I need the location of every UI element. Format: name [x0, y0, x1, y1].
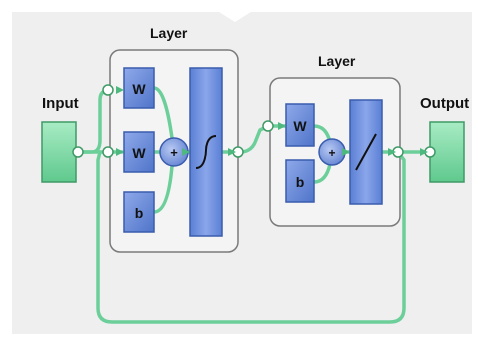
- layer1-title: Layer: [150, 25, 188, 41]
- layer2-weight-block: [285, 103, 315, 147]
- layer2-sum-symbol: +: [328, 146, 335, 160]
- b2-to-sum2-line: [312, 162, 332, 184]
- arrow-to-w2: [116, 148, 124, 156]
- arrow-to-w1: [116, 86, 124, 94]
- arrow-to-w3: [278, 122, 286, 130]
- layer2-bias-label: b: [296, 174, 305, 190]
- b1-to-sum-line: [152, 164, 174, 214]
- layer1-sum-symbol: +: [170, 145, 178, 160]
- layer1-weight-block-1: [123, 67, 155, 109]
- layer1-entry-node-2: [102, 146, 114, 158]
- layer2-entry-node: [262, 120, 274, 132]
- feedback-loop-line: [96, 150, 406, 324]
- input-block: [41, 121, 77, 183]
- layer1-bias-block: [123, 191, 155, 233]
- arrow-to-tf1: [182, 148, 190, 156]
- layer2-bias-block: [285, 159, 315, 203]
- input-label: Input: [42, 95, 79, 112]
- connector-nodes: [72, 84, 436, 158]
- purelin-line-icon: [355, 133, 377, 171]
- w1-to-sum-line: [152, 86, 174, 140]
- layer2-title: Layer: [318, 53, 356, 69]
- arrow-out-layer1: [228, 148, 236, 156]
- arrowheads: [116, 86, 428, 156]
- arrow-to-tf2: [342, 148, 350, 156]
- layer1-weight-label-1: W: [132, 81, 146, 97]
- arrow-to-output: [420, 148, 428, 156]
- layer2-weight-label: W: [293, 118, 307, 134]
- output-label: Output: [420, 95, 469, 112]
- input-port-node: [72, 146, 84, 158]
- tansig-curve-icon: [195, 135, 217, 169]
- top-notch-shape: [200, 0, 270, 22]
- layer1-bias-label: b: [135, 205, 144, 221]
- layer1-weight-label-2: W: [132, 145, 146, 161]
- arrow-out-layer2: [388, 148, 396, 156]
- layer1-entry-node-1: [102, 84, 114, 96]
